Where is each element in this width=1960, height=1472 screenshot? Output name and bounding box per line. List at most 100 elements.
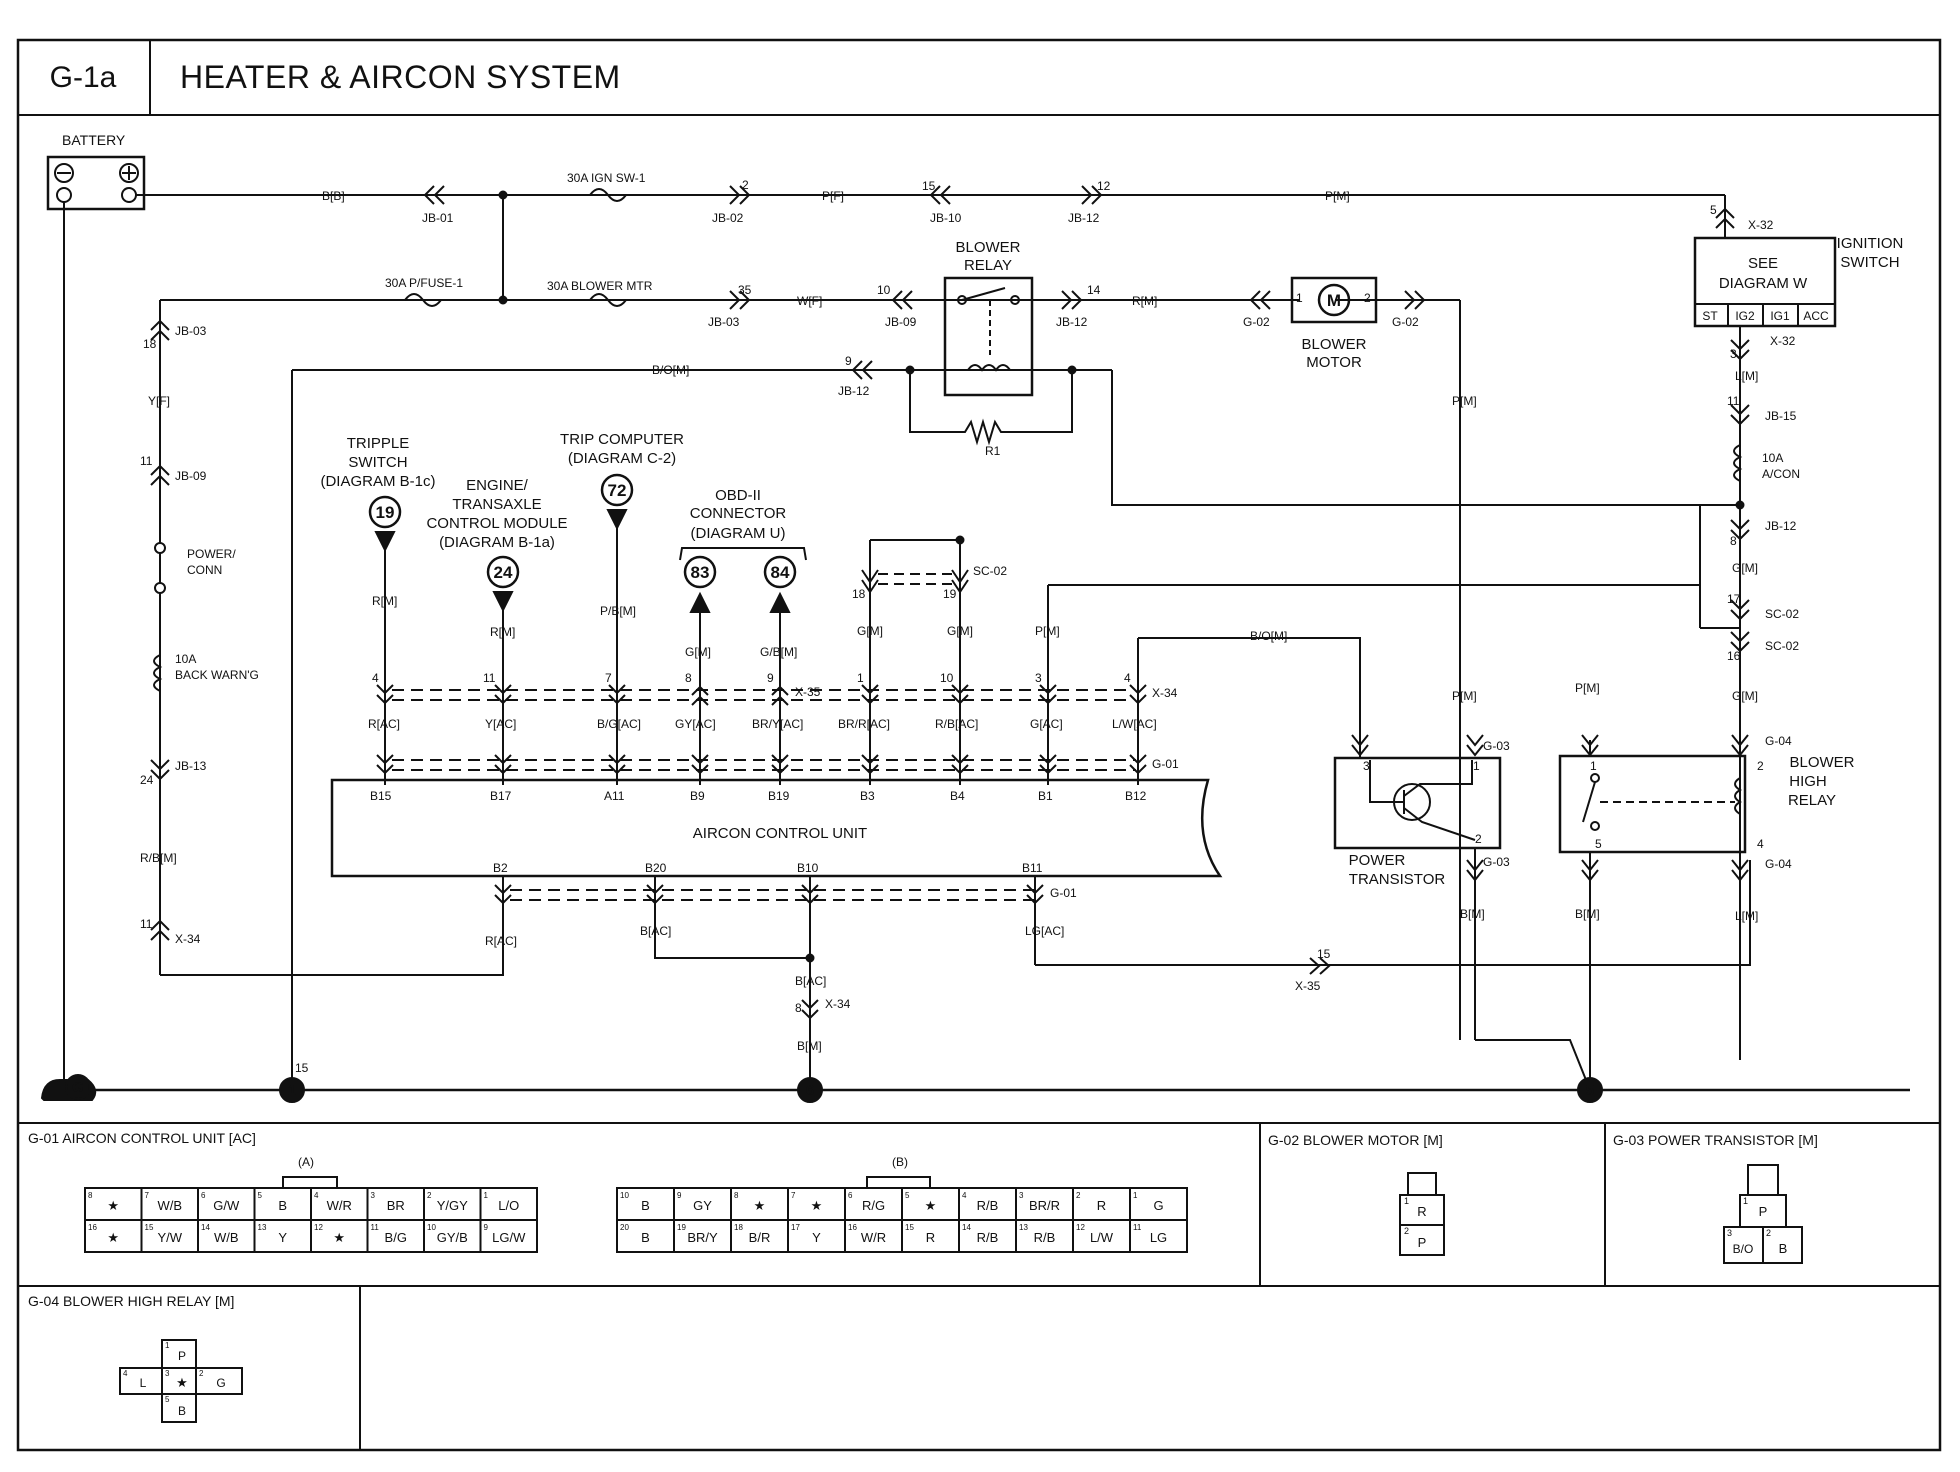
fuse-back-1: 10A <box>175 652 196 666</box>
conn-x35-top: X-35 <box>795 685 821 699</box>
conn-x32-top: X-32 <box>1748 218 1774 232</box>
g01-a-wire-color: B/G <box>385 1230 407 1245</box>
g02-connector <box>1399 1172 1445 1256</box>
g01-b-pin-number: 13 <box>1019 1223 1028 1232</box>
wire-label-rm-24: R[M] <box>490 625 515 639</box>
g01-b-pin-number: 18 <box>734 1223 743 1232</box>
g01-b-wire-color: B <box>641 1230 650 1245</box>
g01-a-pin-number: 15 <box>145 1223 154 1232</box>
conn-g01-top: G-01 <box>1152 757 1179 771</box>
pin-11-x34: 11 <box>483 671 496 685</box>
g01-b-pin-number: 20 <box>620 1223 629 1232</box>
g01-a-wire-color: G/W <box>213 1198 240 1213</box>
wire-label-bm-bhr: B[M] <box>1575 907 1600 921</box>
ign-see-2: DIAGRAM W <box>1719 275 1808 292</box>
pin-16: 16 <box>1727 649 1741 663</box>
ref-84: 84 <box>771 563 790 582</box>
g01-b-pin-number: 10 <box>620 1191 629 1200</box>
g04-wire3: ★ <box>176 1375 188 1390</box>
pin-4-x34: 4 <box>372 671 379 685</box>
g01-b-pin-number: 3 <box>1019 1191 1024 1200</box>
g04-pin4: 4 <box>123 1369 128 1378</box>
g01-connector-b: 10B9GY8★7★6R/G5★4R/B3BR/R2R1G20B19BR/Y18… <box>616 1187 1188 1253</box>
g01-b-wire-color: ★ <box>811 1198 823 1213</box>
g01-b-wire-color: G <box>1153 1198 1163 1213</box>
conn-jb03-left: JB-03 <box>175 324 207 338</box>
wire-label-pm-pt: P[M] <box>1452 689 1477 703</box>
motor-symbol: M <box>1327 291 1341 310</box>
ground-1-label: 1 <box>288 1082 296 1099</box>
bhr-label-3: RELAY <box>1788 792 1836 809</box>
pin-label-b15: B15 <box>370 789 392 803</box>
fuse-acon-2: A/CON <box>1762 467 1800 481</box>
diagram-code: G-1a <box>49 60 117 94</box>
pin-12: 12 <box>1097 179 1111 193</box>
pin-label-b3: B3 <box>860 789 875 803</box>
g01-a-pin-number: 5 <box>258 1191 263 1200</box>
g03-wire1: P <box>1759 1204 1768 1219</box>
g02-pin1: 1 <box>1404 1196 1409 1206</box>
left-branch-marks <box>150 319 170 941</box>
pin-17: 17 <box>1727 592 1741 606</box>
g01-b-pin-number: 12 <box>1076 1223 1085 1232</box>
ecm-label-4: (DIAGRAM B-1a) <box>439 534 555 551</box>
g01-b-pin-number: 7 <box>791 1191 796 1200</box>
g01-b-wire-color: B/R <box>749 1230 771 1245</box>
ign-ig2: IG2 <box>1735 309 1755 323</box>
g01-b-pin-number: 15 <box>905 1223 914 1232</box>
g04-pin5: 5 <box>165 1395 170 1404</box>
wire-label-lwac: L/W[AC] <box>1112 717 1157 731</box>
g01-a-pin-number: 7 <box>145 1191 150 1200</box>
conn-jb15: JB-15 <box>1765 409 1797 423</box>
conn-jb12-mid: JB-12 <box>1056 315 1088 329</box>
pin-15: 15 <box>922 179 936 193</box>
wire-label-yf: Y[F] <box>148 394 170 408</box>
wire-label-rbac: R/B[AC] <box>935 717 978 731</box>
g04-pin3: 3 <box>165 1369 170 1378</box>
fuse-pfuse-label: 30A P/FUSE-1 <box>385 276 463 290</box>
conn-x32-bottom: X-32 <box>1770 334 1796 348</box>
trip-label-2: (DIAGRAM C-2) <box>568 450 676 467</box>
g01-b-wire-color: ★ <box>754 1198 766 1213</box>
g04-pin2: 2 <box>199 1369 204 1378</box>
g01-a-wire-color: Y <box>278 1230 287 1245</box>
wire-label-bm-6: B[M] <box>797 1039 822 1053</box>
g01-b-pin-number: 1 <box>1133 1191 1138 1200</box>
pin-18-left: 18 <box>143 337 157 351</box>
blower-motor <box>1290 276 1378 324</box>
wire-label-pm-right: P[M] <box>1452 394 1477 408</box>
conn-x34-left: X-34 <box>175 932 201 946</box>
obd-label-3: (DIAGRAM U) <box>691 525 786 542</box>
wire-label-gm-83: G[M] <box>685 645 711 659</box>
acu-label: AIRCON CONTROL UNIT <box>693 825 867 842</box>
g01-b-wire-color: L/W <box>1090 1230 1114 1245</box>
pin-11-x34-left: 11 <box>140 917 153 931</box>
g01-b-pin-number: 16 <box>848 1223 857 1232</box>
bhr-label-1: BLOWER <box>1789 754 1854 771</box>
ign-name-1: IGNITION <box>1837 235 1904 252</box>
wire-label-rbm: R/B[M] <box>140 851 177 865</box>
g01-b-wire-color: LG <box>1150 1230 1167 1245</box>
g01-a-wire-color: W/R <box>327 1198 352 1213</box>
pin-14: 14 <box>1087 283 1101 297</box>
pin-18-sc02: 18 <box>852 587 866 601</box>
conn-sc02-right-2: SC-02 <box>1765 639 1799 653</box>
conn-g04-bottom: G-04 <box>1765 857 1792 871</box>
wire-label-bm-pt: B[M] <box>1460 907 1485 921</box>
g01-b-label: (B) <box>892 1155 908 1169</box>
ground-5-label: 5 <box>1586 1082 1594 1099</box>
pt-label-1: POWER <box>1349 852 1406 869</box>
pin-7-x34: 7 <box>605 671 612 685</box>
g01-b-pin-number: 4 <box>962 1191 967 1200</box>
conn-jb13: JB-13 <box>175 759 207 773</box>
g02-title: G-02 BLOWER MOTOR [M] <box>1268 1132 1443 1148</box>
tripple-label-3: (DIAGRAM B-1c) <box>320 473 435 490</box>
g01-a-wire-color: W/B <box>214 1230 239 1245</box>
g02-pin2: 2 <box>1404 1226 1409 1236</box>
g01-b-pin-number: 11 <box>1133 1223 1142 1232</box>
wire-label-gm-sc1: G[M] <box>857 624 883 638</box>
fuse-ign-label: 30A IGN SW-1 <box>567 171 646 185</box>
power-conn-1: POWER/ <box>187 547 236 561</box>
wire-label-wf: W[F] <box>797 294 822 308</box>
g03-pin2: 2 <box>1766 1228 1771 1238</box>
